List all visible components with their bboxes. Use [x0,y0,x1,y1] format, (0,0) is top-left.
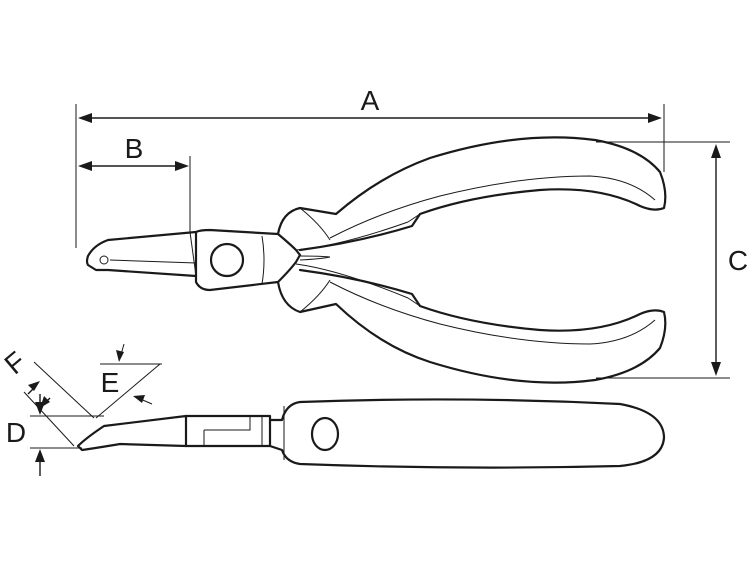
dim-a-arrow-left [78,113,92,123]
dim-f-arrow-lower [40,396,50,408]
pliers-lower-handle [276,268,667,384]
dim-c-arrow-bottom [711,362,721,376]
dim-e-arrow-bottom [133,395,145,403]
lower-handle-notch [407,297,421,307]
joint-rivet [209,242,245,278]
dim-e-arrow-top [116,350,124,362]
dimension-c: C [596,141,748,379]
pliers-joint [194,228,302,292]
side-bent-tip [76,414,188,452]
spring-lower [295,263,409,299]
dim-b-label: B [125,133,144,164]
dim-d-arrow-bottom [35,449,45,462]
upper-handle-inner-line [329,175,656,239]
side-neck-step [203,416,251,446]
jaw-parting-line [109,259,197,264]
upper-handle-grip-start [299,207,331,241]
dim-b-arrow-left [78,161,92,171]
pliers-top-view [85,136,667,384]
dimension-e: E [95,343,162,419]
pliers-upper-handle [276,136,667,252]
jaw-tip-hole [99,255,109,265]
side-handle [268,398,666,469]
spring-loop [299,255,331,261]
dim-e-label: E [101,367,120,398]
joint-edge [261,235,265,285]
dim-f-arrow-upper [28,381,40,391]
dimension-d: D [6,394,104,476]
lower-handle-inner-line [329,281,656,345]
side-rivet [310,416,340,452]
dim-a-arrow-right [648,113,662,123]
pliers-jaw-tip [85,230,198,278]
dim-c-arrow-top [711,144,721,158]
dim-a-label: A [361,85,380,116]
lower-handle-grip-start [299,279,331,313]
dimension-b: B [78,133,191,232]
dim-f-label: F [0,345,32,380]
dim-d-label: D [6,417,26,448]
pliers-side-view [76,398,666,469]
dim-b-arrow-right [175,161,189,171]
dim-c-label: C [728,245,748,276]
side-neck [184,414,272,448]
upper-handle-notch [407,213,421,223]
spring-upper [295,221,409,251]
dim-e-angle-line [95,363,161,419]
dim-f-extension-lower [23,391,75,447]
dimension-a: A [75,85,665,248]
dim-f-extension-upper [33,361,95,419]
